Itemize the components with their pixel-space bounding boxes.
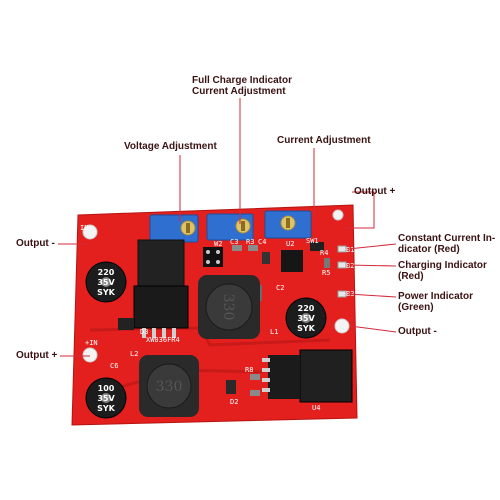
smd-component [232,245,242,251]
silk-in-plus: +IN [85,339,98,347]
silk-u4: U4 [312,404,320,412]
trimmer-current [264,210,312,239]
silk-l2: L2 [130,350,138,358]
inductor-l1-value: 330 [220,294,236,321]
callout-output-plus-bottom: Output + [16,350,58,361]
silk-d3: D3 [140,328,148,336]
smd-component [310,242,324,251]
callout-charging-line-1: Charging Indicator [398,260,487,271]
capacitor-bottom-line-2: 35V [97,394,115,403]
callout-full-charge-line-2: Current Adjustment [192,86,286,97]
capacitor-left-line-3: SYK [97,288,116,297]
mounting-hole [82,347,98,363]
capacitor-left-line-2: 35V [97,278,115,287]
regulator-u4 [262,349,353,403]
mounting-hole [82,224,98,240]
callout-constant-current-line-1: Constant Current In- [398,233,496,244]
leader-cc [347,243,397,250]
led-power [337,290,347,298]
pin-header [203,247,223,267]
callout-full-charge-line-1: Full Charge Indicator [192,75,293,86]
mounting-hole [334,318,350,334]
smd-component [262,252,270,264]
capacitor-right-line-1: 220 [298,304,315,313]
silk-d2: D2 [230,398,238,406]
smd-component [250,390,260,396]
callout-output-minus-left: Output - [16,238,55,249]
mounting-hole [332,209,344,221]
callout-lines [58,98,397,357]
inductor-l2-value: 330 [156,379,183,395]
leader-power [347,293,397,298]
leader-output-minus-right [349,325,397,333]
silk-r8: R8 [245,366,253,374]
callout-output-minus-right: Output - [398,326,437,337]
silk-sw1: SW1 [306,237,319,245]
silk-u2: U2 [286,240,294,248]
silk-c2: C2 [276,284,284,292]
capacitor-bottom-line-3: SYK [97,404,116,413]
capacitor-right: 220 35V SYK [285,297,327,339]
silk-c4: C4 [258,238,266,246]
smd-component [250,374,260,380]
led-constant-current [337,245,347,253]
silk-l1: L1 [270,328,278,336]
trimmer-voltage [149,214,199,243]
inductor-l2: 330 [139,355,199,417]
capacitor-bottom-line-1: 100 [98,384,115,393]
callout-current-adjustment: Current Adjustment [277,135,371,146]
leader-output-plus-top [342,191,375,229]
silk-w2: W2 [214,240,222,248]
capacitor-left: 220 35V SYK [85,261,127,303]
regulator-u1 [133,239,189,338]
trimmer-full-charge [206,213,254,241]
capacitor-left-line-1: 220 [98,268,115,277]
silk-in-minus: IN- [80,224,93,232]
silk-r5: R5 [322,269,330,277]
silk-r4: R4 [320,249,328,257]
callout-voltage-adjustment: Voltage Adjustment [124,141,217,152]
silk-b2: B2 [346,262,354,270]
smd-component [226,380,236,394]
smd-component [118,318,134,330]
smd-component [324,258,330,268]
ic-u2 [281,250,303,272]
smd-component [248,245,258,251]
silk-b1: B1 [346,246,354,254]
callout-constant-current-line-2: dicator (Red) [398,244,460,255]
inductor-l1: 330 [198,275,260,339]
led-charging [337,261,347,269]
silk-model: XW036FR4 [146,336,180,344]
silk-c6: C6 [110,362,118,370]
capacitor-bottom: 100 35V SYK [85,377,127,419]
callout-power-line-1: Power Indicator [398,291,474,302]
leader-charging [347,264,397,267]
capacitor-right-line-3: SYK [297,324,316,333]
silk-c3: C3 [230,238,238,246]
callout-power-line-2: (Green) [398,302,434,313]
callout-output-plus-top: Output + [354,186,396,197]
callout-charging-line-2: (Red) [398,271,424,282]
silk-r3: R3 [246,238,254,246]
capacitor-right-line-2: 35V [297,314,315,323]
